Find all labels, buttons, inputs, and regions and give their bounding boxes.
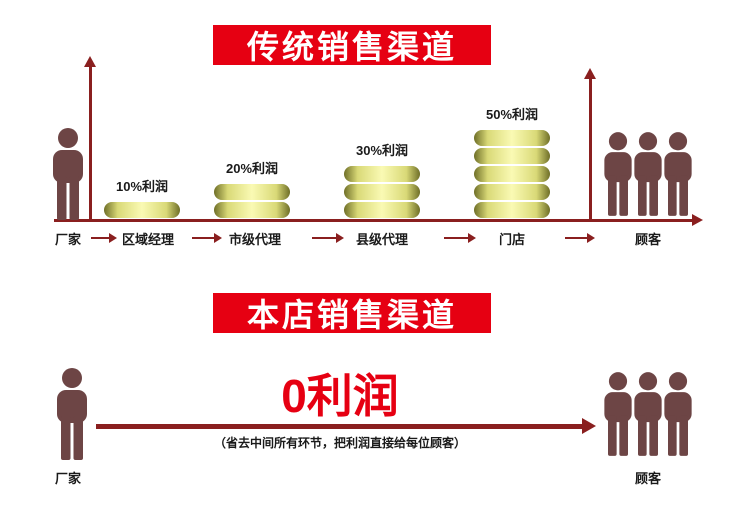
customers-group-icon: [604, 372, 692, 456]
left-y-axis: [89, 66, 92, 220]
chain-label-region-manager: 区域经理: [121, 232, 174, 247]
flow-arrow-icon: [192, 233, 222, 243]
traditional-banner: 传统销售渠道: [213, 25, 491, 65]
factory-person-icon: [57, 368, 87, 460]
bottom-label-factory: 厂家: [54, 471, 81, 486]
coin-stack: [214, 182, 290, 218]
x-axis: [54, 219, 694, 222]
bar-label: 20%利润: [225, 161, 279, 176]
chain-label-factory: 厂家: [54, 232, 81, 247]
coin-stack: [104, 200, 180, 218]
flow-arrow-icon: [444, 233, 476, 243]
chain-label-county-agent: 县级代理: [355, 232, 408, 247]
profit-bar-50: 50%利润: [474, 104, 550, 218]
direct-banner: 本店销售渠道: [213, 293, 491, 333]
x-axis-arrowhead-icon: [692, 214, 703, 226]
flow-arrow-icon: [312, 233, 344, 243]
coin-stack: [474, 128, 550, 218]
left-y-axis-arrowhead-icon: [84, 56, 96, 67]
profit-bar-30: 30%利润: [344, 140, 420, 218]
right-y-axis-arrowhead-icon: [584, 68, 596, 79]
direct-arrow-icon: [96, 418, 596, 434]
factory-person-icon: [53, 128, 83, 220]
zero-profit-headline: 0利润: [281, 370, 399, 422]
bar-label: 10%利润: [115, 179, 169, 194]
flow-arrow-icon: [91, 233, 117, 243]
customers-group-icon: [604, 132, 692, 216]
flow-arrow-icon: [565, 233, 595, 243]
bar-label: 30%利润: [355, 143, 409, 158]
coin-stack: [344, 164, 420, 218]
chain-label-store: 门店: [498, 232, 525, 247]
profit-bar-10: 10%利润: [104, 176, 180, 218]
right-y-axis: [589, 78, 592, 220]
bar-label: 50%利润: [485, 107, 539, 122]
chain-label-customer: 顾客: [634, 232, 661, 247]
zero-profit-note: （省去中间所有环节，把利润直接给每位顾客）: [213, 436, 466, 450]
bottom-label-customer: 顾客: [634, 471, 661, 486]
chain-label-city-agent: 市级代理: [228, 232, 281, 247]
profit-bar-20: 20%利润: [214, 158, 290, 218]
